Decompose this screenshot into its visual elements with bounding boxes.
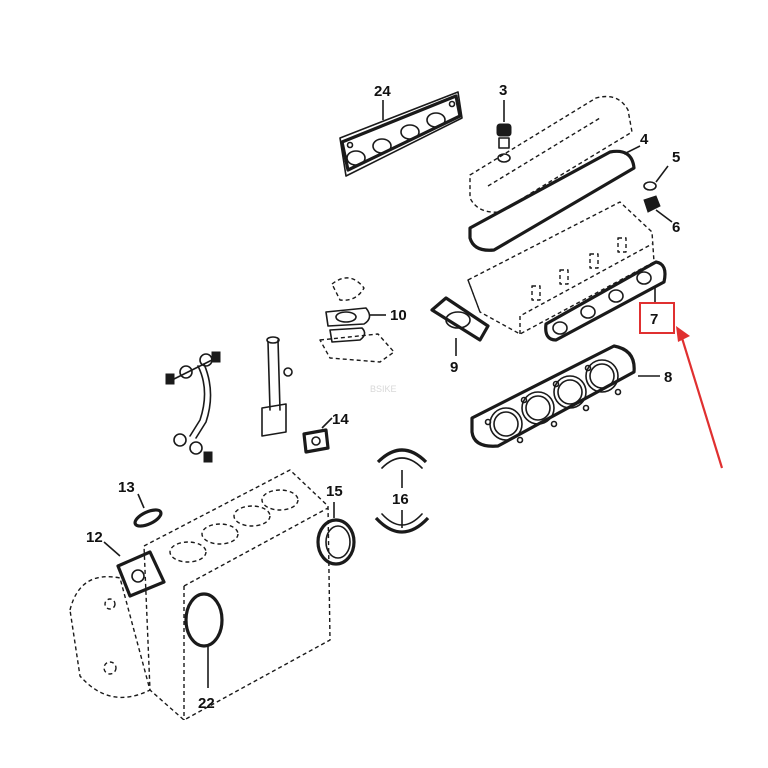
part-3-oil-filler-cap[interactable]: [496, 123, 512, 163]
callout-12: 12: [86, 529, 103, 546]
part-22-o-ring[interactable]: [184, 592, 224, 648]
callout-22: 22: [198, 695, 215, 712]
callout-6: 6: [672, 219, 680, 236]
callout-7: 7: [650, 311, 658, 328]
dipstick-tube: [261, 336, 293, 437]
cylinder-head: [467, 201, 655, 335]
part-12-gasket[interactable]: [116, 550, 166, 598]
thermostat-housing: [319, 277, 395, 363]
callout-10: 10: [390, 307, 407, 324]
part-13-o-ring[interactable]: [133, 507, 163, 530]
valve-cover: [469, 95, 633, 213]
part-10-thermostat-gasket[interactable]: [325, 307, 371, 343]
oil-pipe-assembly: [165, 351, 221, 463]
callout-3: 3: [499, 82, 507, 99]
cylinder-block: [69, 469, 331, 721]
highlight-arrow: [676, 326, 724, 469]
part-7-intake-manifold-gasket[interactable]: [544, 260, 667, 342]
part-5-o-ring[interactable]: [643, 181, 657, 191]
part-24-exhaust-manifold-gasket[interactable]: [339, 91, 463, 177]
callout-13: 13: [118, 479, 135, 496]
callout-16: 16: [392, 491, 409, 508]
callout-4: 4: [640, 131, 649, 148]
part-6-cap-nut[interactable]: [643, 195, 661, 213]
callout-24: 24: [374, 83, 391, 100]
callout-7-highlight-box: [639, 302, 675, 334]
part-15-rear-oil-seal[interactable]: [316, 518, 356, 566]
part-4-valve-cover-gasket[interactable]: [468, 149, 636, 252]
callout-8: 8: [664, 369, 672, 386]
part-14-gasket[interactable]: [302, 428, 330, 454]
callout-14: 14: [332, 411, 349, 428]
callout-5: 5: [672, 149, 680, 166]
callout-9: 9: [450, 359, 458, 376]
callout-15: 15: [326, 483, 343, 500]
part-9-water-outlet-gasket[interactable]: [430, 296, 490, 342]
part-8-head-gasket[interactable]: [470, 344, 636, 448]
watermark: BSIKE: [370, 384, 397, 394]
